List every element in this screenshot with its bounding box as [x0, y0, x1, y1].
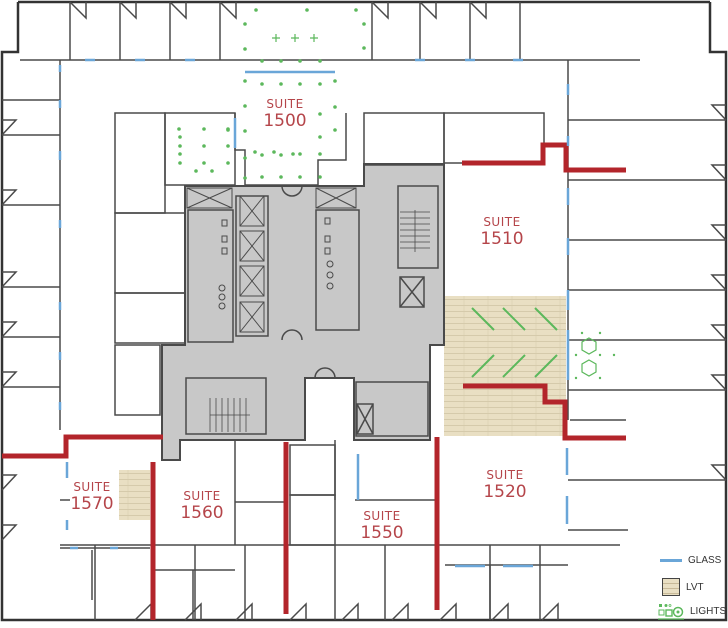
- suite-word: SUITE: [73, 480, 111, 494]
- suite-word: SUITE: [483, 215, 521, 229]
- glass-line-icon: [660, 559, 682, 562]
- legend-label: LVT: [686, 581, 704, 593]
- suite-number: 1560: [180, 503, 224, 523]
- suite-label-1500: SUITE 1500: [255, 98, 315, 130]
- lights-icon: [658, 604, 684, 620]
- suite-label-1560: SUITE 1560: [172, 490, 232, 522]
- legend-item-lights: LIGHTS: [658, 602, 726, 620]
- suite-label-1550: SUITE 1550: [352, 510, 412, 542]
- suite-word: SUITE: [486, 468, 524, 482]
- light-fixtures: [177, 8, 616, 380]
- suite-number: 1550: [360, 523, 404, 543]
- core-details: [185, 185, 439, 437]
- suite-number: 1510: [480, 229, 524, 249]
- legend-item-glass: GLASS: [660, 555, 721, 566]
- suite-number: 1570: [70, 494, 114, 514]
- suite-number: 1520: [483, 482, 527, 502]
- legend-label: LIGHTS: [690, 605, 727, 617]
- suite-label-1510: SUITE 1510: [472, 216, 532, 248]
- lvt-swatch-icon: [662, 578, 680, 596]
- pendant-lights: [272, 34, 597, 377]
- glass-partitions: [58, 58, 570, 568]
- suite-number: 1500: [263, 111, 307, 131]
- legend-item-lvt: LVT: [662, 578, 704, 596]
- suite-label-1570: SUITE 1570: [64, 481, 120, 513]
- legend-label: GLASS: [688, 555, 722, 566]
- suite-word: SUITE: [363, 509, 401, 523]
- linear-lights: [471, 307, 558, 378]
- suite-boundaries: [2, 142, 626, 620]
- suite-word: SUITE: [266, 97, 304, 111]
- suite-label-1520: SUITE 1520: [475, 469, 535, 501]
- suite-word: SUITE: [183, 489, 221, 503]
